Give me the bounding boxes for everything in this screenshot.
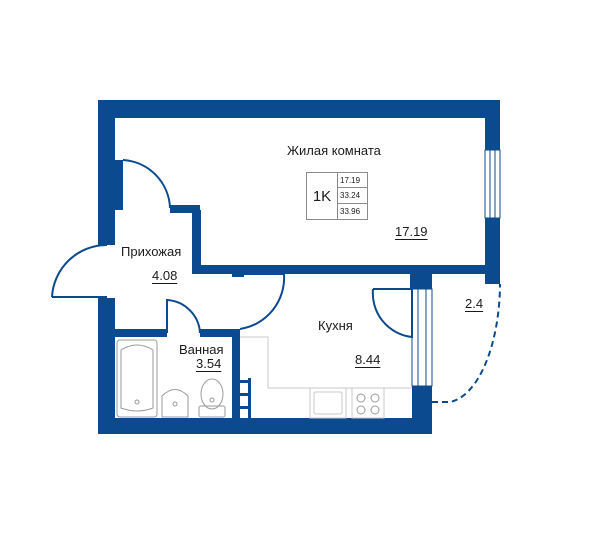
badge-total-area: 33.24 [338,188,368,204]
kitchen-counter [240,336,412,419]
hallway-label: Прихожая [121,244,182,259]
apartment-type: 1K [312,187,332,205]
window-living [484,149,501,219]
hallway-area: 4.08 [152,268,178,283]
apartment-badge: 1K 17.19 33.24 33.96 [306,172,368,220]
badge-areas: 17.19 33.24 33.96 [337,173,368,219]
sink-icon [161,389,189,418]
door-swings [51,159,501,403]
window-kitchen [411,288,433,387]
bathroom-area: 3.54 [196,356,222,371]
walls [98,100,500,434]
stove-icon [356,393,380,415]
bathtub-icon [116,339,158,418]
badge-living-area: 17.19 [338,173,368,189]
kitchen-label: Кухня [318,318,353,333]
living-room-area: 17.19 [395,224,428,239]
kitchen-area: 8.44 [355,352,381,367]
balcony-area: 2.4 [465,296,484,311]
bathroom-label: Ванная [179,342,224,357]
toilet-icon [198,378,226,418]
living-room-label: Жилая комната [287,143,381,158]
towel-rack-icon [234,378,251,418]
badge-total-with-balcony: 33.96 [340,206,361,216]
